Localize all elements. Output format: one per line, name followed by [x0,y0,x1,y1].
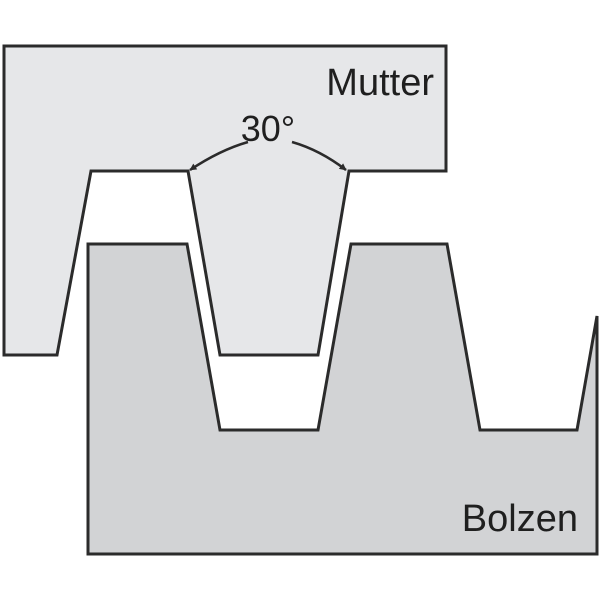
angle-arc-right [291,140,347,171]
bolt-label: Bolzen [462,498,578,540]
angle-label: 30° [241,108,295,149]
nut-profile [2,44,448,357]
bolt-profile [86,242,599,556]
nut-label: Mutter [326,62,434,104]
angle-arc-left [189,140,249,172]
